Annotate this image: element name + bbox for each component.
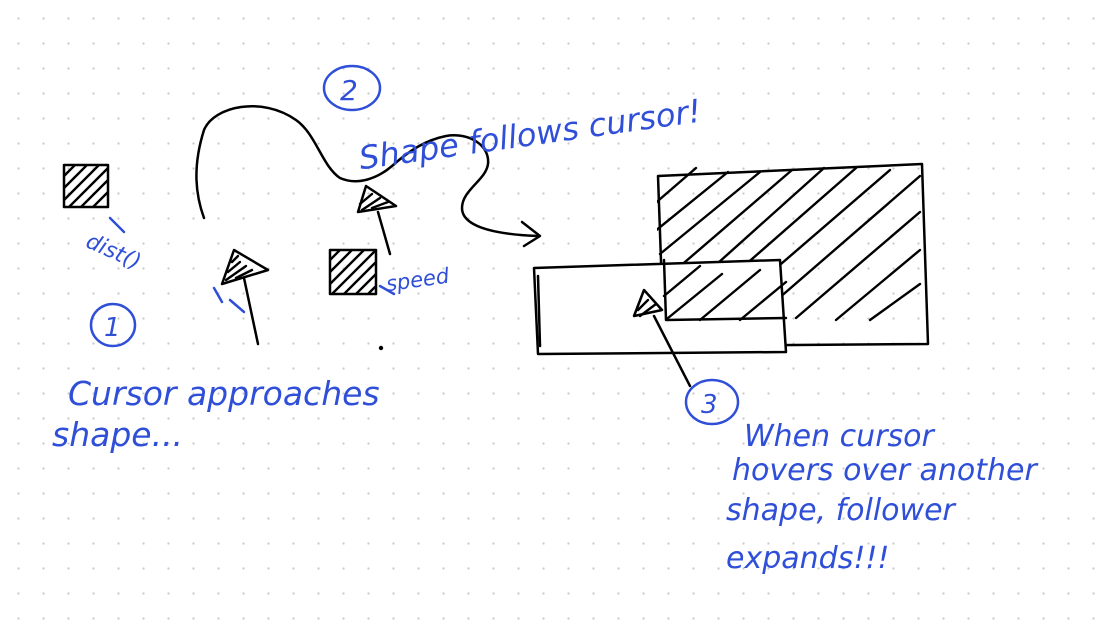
- step-1-badge: 1: [89, 302, 137, 348]
- step-1-group: dist() 1 Cursor approaches shape...: [52, 163, 390, 454]
- stray-dot: [378, 345, 384, 351]
- distance-label: dist(): [82, 229, 145, 275]
- step-3-badge: 3: [684, 378, 740, 426]
- cursor-arrow-icon: [632, 288, 692, 388]
- svg-text:3: 3: [701, 390, 718, 420]
- motion-path-arrowhead: [520, 220, 542, 248]
- square-shape-icon: [62, 163, 110, 209]
- svg-text:2: 2: [340, 74, 358, 107]
- motion-path: [195, 105, 540, 238]
- svg-text:1: 1: [104, 313, 121, 343]
- step-2-badge: 2: [322, 64, 382, 112]
- step-3-caption: When cursor hovers over another shape, f…: [726, 419, 1046, 576]
- speed-tick: [378, 284, 396, 296]
- step-3-group: 3 When cursor hovers over another shape,…: [532, 162, 1046, 576]
- cursor-arrow-icon: [220, 248, 270, 346]
- step-1-caption: Cursor approaches shape...: [52, 374, 390, 454]
- distance-tick: [108, 216, 126, 234]
- speed-label: speed: [384, 264, 451, 297]
- square-shape-icon: [328, 248, 378, 296]
- cursor-arrow-icon: [356, 184, 398, 256]
- step-2-caption: Shape follows cursor!: [357, 92, 704, 178]
- distance-tick-2: [212, 286, 246, 314]
